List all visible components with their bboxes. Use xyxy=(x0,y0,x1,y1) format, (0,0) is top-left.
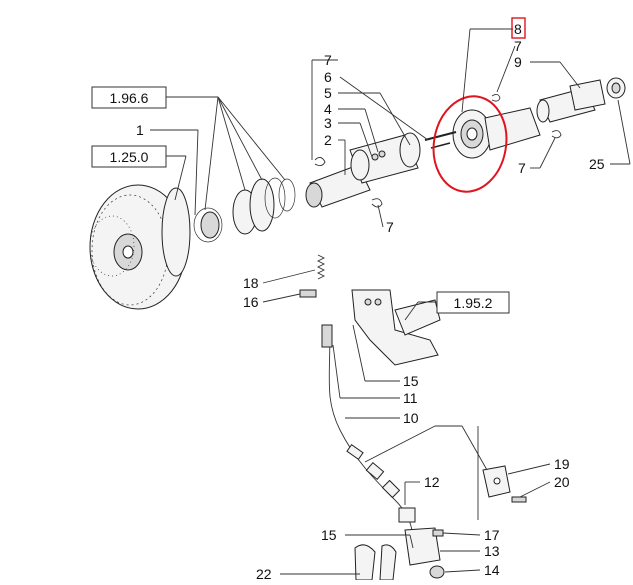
callout-8[interactable]: 8 xyxy=(514,21,522,37)
callout-5[interactable]: 5 xyxy=(324,85,332,101)
callout-7a[interactable]: 7 xyxy=(324,52,332,68)
pedal-bracket xyxy=(351,289,441,366)
clutch-disc-and-plate xyxy=(161,177,296,277)
callout-labels: 1 7 6 5 4 3 2 7 8 7 9 7 25 18 16 15 11 1… xyxy=(136,21,605,582)
callout-11[interactable]: 11 xyxy=(403,390,418,406)
callout-4[interactable]: 4 xyxy=(324,101,332,117)
lower-fork xyxy=(354,527,445,581)
ref-1-25-0-label: 1.25.0 xyxy=(110,149,149,165)
callout-20[interactable]: 20 xyxy=(554,474,570,490)
ref-box-1-95-2[interactable]: 1.95.2 xyxy=(436,291,510,314)
callout-14[interactable]: 14 xyxy=(484,562,500,578)
leader-lines xyxy=(150,28,631,575)
pedal-bolt xyxy=(299,289,317,298)
callout-15b[interactable]: 15 xyxy=(321,527,337,543)
release-sleeve xyxy=(305,132,421,208)
callout-6[interactable]: 6 xyxy=(324,69,332,85)
callout-19[interactable]: 19 xyxy=(554,456,570,472)
flywheel xyxy=(89,184,187,310)
callout-12[interactable]: 12 xyxy=(424,474,440,490)
callout-7d[interactable]: 7 xyxy=(518,160,526,176)
highlight-circle xyxy=(432,95,508,193)
callout-16[interactable]: 16 xyxy=(243,294,259,310)
callout-10[interactable]: 10 xyxy=(403,410,419,426)
callout-22[interactable]: 22 xyxy=(256,566,272,582)
cable-bracket xyxy=(482,465,527,503)
callout-17[interactable]: 17 xyxy=(484,527,500,543)
callout-9[interactable]: 9 xyxy=(514,54,522,70)
ref-1-96-6-label: 1.96.6 xyxy=(110,90,149,106)
guide-tube xyxy=(536,77,626,123)
ref-box-1-96-6[interactable]: 1.96.6 xyxy=(91,86,167,109)
return-spring xyxy=(316,254,326,280)
callout-25[interactable]: 25 xyxy=(589,156,605,172)
ref-box-1-25-0[interactable]: 1.25.0 xyxy=(91,145,167,168)
callout-1[interactable]: 1 xyxy=(136,122,144,138)
release-bearing xyxy=(452,107,541,159)
circlips xyxy=(314,93,562,208)
callout-2[interactable]: 2 xyxy=(324,132,332,148)
clutch-cable xyxy=(321,324,416,531)
callout-7b[interactable]: 7 xyxy=(386,219,394,235)
ref-1-95-2-label: 1.95.2 xyxy=(454,295,493,311)
shaft-pins xyxy=(424,131,457,149)
highlight-box-8 xyxy=(511,17,526,39)
callout-18[interactable]: 18 xyxy=(243,275,259,291)
callout-13[interactable]: 13 xyxy=(484,543,500,559)
callout-15a[interactable]: 15 xyxy=(403,373,419,389)
callout-3[interactable]: 3 xyxy=(324,115,332,131)
callout-7c[interactable]: 7 xyxy=(514,38,522,54)
